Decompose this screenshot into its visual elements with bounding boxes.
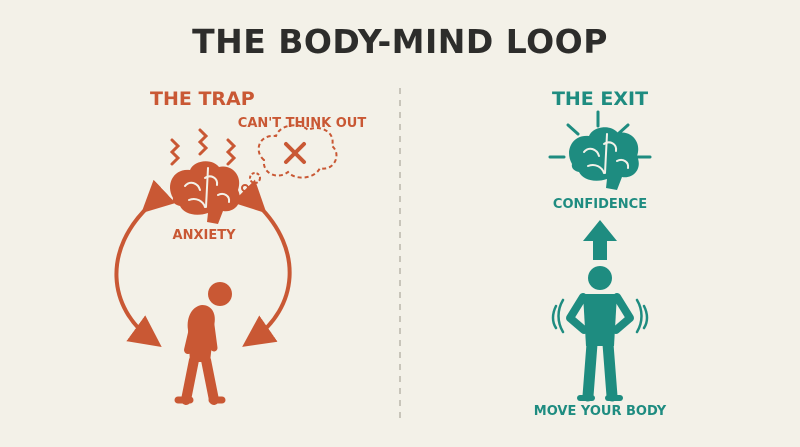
motion-marks-icon bbox=[551, 298, 649, 334]
brain-rays-icon bbox=[548, 110, 652, 159]
thought-label: CAN'T THINK OUT bbox=[237, 116, 367, 131]
move-body-label: MOVE YOUR BODY bbox=[533, 404, 667, 419]
confident-person-icon bbox=[566, 266, 634, 402]
loop-arrows bbox=[114, 179, 292, 348]
anxiety-label: ANXIETY bbox=[172, 228, 236, 243]
brain-icon bbox=[170, 161, 240, 224]
x-mark-icon bbox=[284, 142, 306, 164]
thought-bubble-icon bbox=[241, 124, 338, 192]
confidence-brain-icon bbox=[569, 127, 639, 190]
confidence-label: CONFIDENCE bbox=[552, 197, 648, 212]
up-arrow-icon bbox=[583, 220, 617, 260]
trap-heading: THE TRAP bbox=[150, 88, 255, 110]
exit-heading: THE EXIT bbox=[551, 88, 649, 110]
anxiety-squiggles-icon bbox=[169, 128, 237, 166]
slumped-person-icon bbox=[174, 282, 232, 405]
page-title: THE BODY-MIND LOOP bbox=[192, 22, 608, 61]
